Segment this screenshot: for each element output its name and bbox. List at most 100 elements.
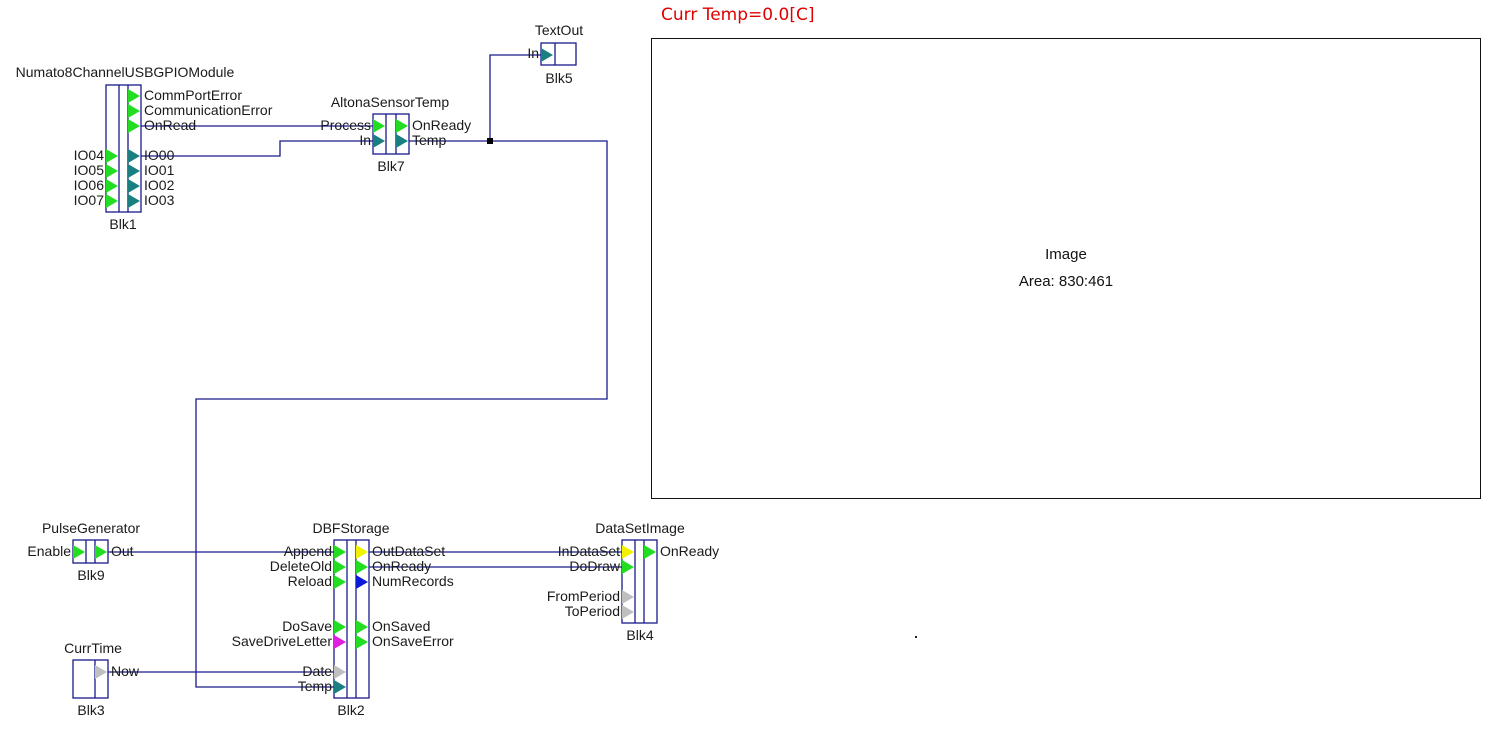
output-pin-label: Temp — [412, 132, 446, 148]
output-pin-now-icon[interactable] — [95, 665, 107, 679]
output-pin-label: OnReady — [372, 558, 431, 574]
input-pin-append-icon[interactable] — [334, 545, 346, 559]
input-pin-label: Process — [320, 117, 371, 133]
output-pin-temp-icon[interactable] — [396, 134, 408, 148]
output-pin-on-ready-icon[interactable] — [396, 119, 408, 133]
block-type-label: TextOut — [535, 22, 583, 38]
output-pin-on-ready-icon[interactable] — [644, 545, 656, 559]
input-pin-label: DoSave — [282, 618, 332, 634]
input-pin-do-save-icon[interactable] — [334, 620, 346, 634]
input-pin-to-period-icon[interactable] — [622, 605, 634, 619]
output-pin-label: OnSaved — [372, 618, 430, 634]
input-pin-enable-icon[interactable] — [73, 545, 85, 559]
wire-junction-dot — [487, 138, 493, 144]
block-id-label: Blk4 — [626, 627, 653, 643]
input-pin-label: InDataSet — [558, 543, 620, 559]
output-pin-on-saved-icon[interactable] — [356, 620, 368, 634]
output-pin-label: CommunicationError — [144, 102, 273, 118]
image-panel[interactable]: Image Area: 830:461 — [651, 38, 1481, 499]
output-pin-on-save-error-icon[interactable] — [356, 635, 368, 649]
output-pin-num-records-icon[interactable] — [356, 575, 368, 589]
input-pin-label: Reload — [288, 573, 332, 589]
wire-blk7-temp-to-blk5-in[interactable] — [409, 54, 541, 142]
input-pin-label: Temp — [298, 678, 332, 694]
input-pin-label: In — [359, 132, 371, 148]
output-pin-io01-icon[interactable] — [128, 164, 140, 178]
input-pin-save-drive-letter-icon[interactable] — [334, 635, 346, 649]
wire-blk1-io00-to-blk7-in[interactable] — [141, 140, 373, 157]
block-id-label: Blk5 — [545, 70, 572, 86]
input-pin-in-data-set-icon[interactable] — [622, 545, 634, 559]
input-pin-date-icon[interactable] — [334, 665, 346, 679]
output-pin-communication-error-icon[interactable] — [128, 104, 140, 118]
image-panel-title: Image — [1045, 246, 1087, 263]
output-pin-label: OnRead — [144, 117, 196, 133]
curr-temp-label: Curr Temp=0.0[C] — [661, 5, 815, 25]
block-id-label: Blk9 — [77, 567, 104, 583]
block-type-label: DBFStorage — [312, 520, 389, 536]
input-pin-process-icon[interactable] — [373, 119, 385, 133]
block-blk1[interactable]: Numato8ChannelUSBGPIOModuleBlk1IO04IO05I… — [16, 64, 273, 232]
wires — [108, 54, 622, 688]
input-pin-label: IO05 — [74, 162, 105, 178]
block-body[interactable] — [372, 113, 410, 155]
input-pin-in-icon[interactable] — [541, 48, 553, 62]
input-pin-label: ToPeriod — [565, 603, 620, 619]
block-id-label: Blk1 — [109, 216, 136, 232]
block-id-label: Blk7 — [377, 158, 404, 174]
input-pin-label: Date — [302, 663, 332, 679]
wire-blk7-temp-to-blk2-temp[interactable] — [195, 140, 608, 688]
input-pin-io05-icon[interactable] — [106, 164, 118, 178]
output-pin-comm-port-error-icon[interactable] — [128, 89, 140, 103]
input-pin-label: DeleteOld — [270, 558, 332, 574]
input-pin-label: SaveDriveLetter — [232, 633, 333, 649]
block-type-label: CurrTime — [64, 640, 122, 656]
block-type-label: DataSetImage — [595, 520, 685, 536]
stray-mark — [915, 636, 917, 638]
output-pin-io02-icon[interactable] — [128, 179, 140, 193]
block-body[interactable] — [105, 84, 142, 213]
output-pin-label: IO00 — [144, 147, 175, 163]
input-pin-reload-icon[interactable] — [334, 575, 346, 589]
output-pin-on-read-icon[interactable] — [128, 119, 140, 133]
output-pin-io03-icon[interactable] — [128, 194, 140, 208]
image-panel-area-text: Area: 830:461 — [1018, 273, 1114, 290]
input-pin-label: IO04 — [74, 147, 105, 163]
block-id-label: Blk2 — [337, 702, 364, 718]
output-pin-label: OnSaveError — [372, 633, 454, 649]
output-pin-label: IO02 — [144, 177, 175, 193]
input-pin-label: Enable — [27, 543, 71, 559]
output-pin-label: IO03 — [144, 192, 175, 208]
output-pin-io00-icon[interactable] — [128, 149, 140, 163]
input-pin-io04-icon[interactable] — [106, 149, 118, 163]
input-pin-label: Append — [284, 543, 332, 559]
block-body[interactable] — [72, 659, 109, 699]
input-pin-from-period-icon[interactable] — [622, 590, 634, 604]
input-pin-delete-old-icon[interactable] — [334, 560, 346, 574]
blocks: Numato8ChannelUSBGPIOModuleBlk1IO04IO05I… — [16, 22, 719, 718]
output-pin-label: Out — [111, 543, 134, 559]
input-pin-label: In — [527, 45, 539, 61]
input-pin-io07-icon[interactable] — [106, 194, 118, 208]
output-pin-out-icon[interactable] — [95, 545, 107, 559]
input-pin-in-icon[interactable] — [373, 134, 385, 148]
output-pin-out-data-set-icon[interactable] — [356, 545, 368, 559]
input-pin-io06-icon[interactable] — [106, 179, 118, 193]
input-pin-label: FromPeriod — [547, 588, 620, 604]
output-pin-label: IO01 — [144, 162, 175, 178]
output-pin-label: NumRecords — [372, 573, 454, 589]
input-pin-temp-icon[interactable] — [334, 680, 346, 694]
block-id-label: Blk3 — [77, 702, 104, 718]
output-pin-on-ready-icon[interactable] — [356, 560, 368, 574]
input-pin-do-draw-icon[interactable] — [622, 560, 634, 574]
block-type-label: PulseGenerator — [42, 520, 140, 536]
input-pin-label: DoDraw — [569, 558, 620, 574]
output-pin-label: OnReady — [412, 117, 471, 133]
